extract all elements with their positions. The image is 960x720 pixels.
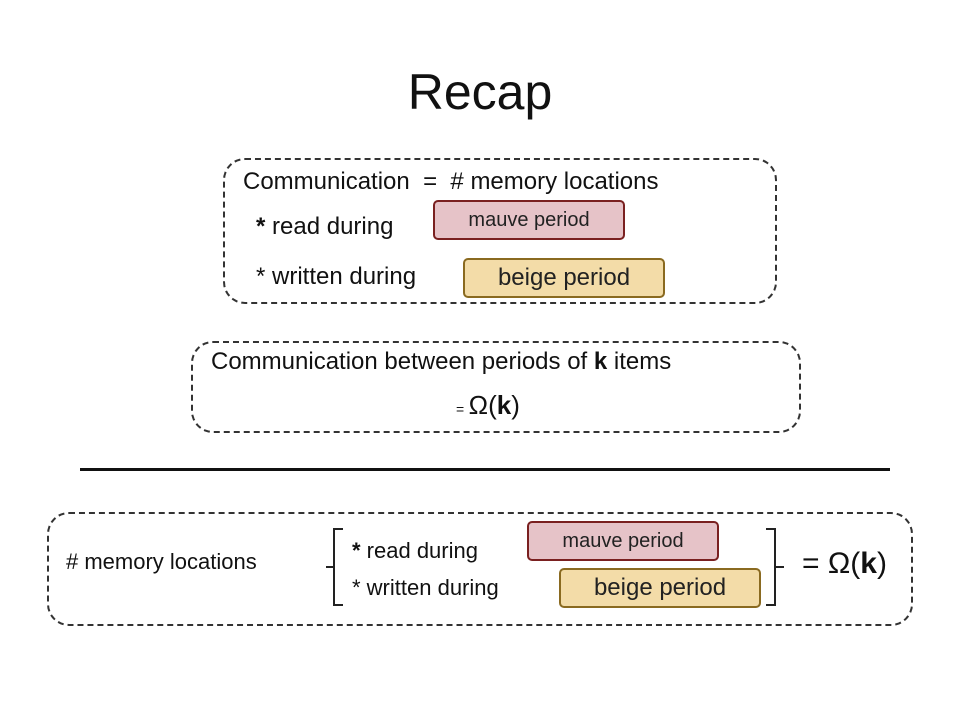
memory-locations-label: # memory locations <box>66 549 257 574</box>
mauve-period-tag: mauve period <box>433 200 625 240</box>
result-connector <box>774 566 784 568</box>
beige-period-tag: beige period <box>463 258 665 298</box>
slide-title: Recap <box>407 64 553 120</box>
mauve-period-tag: mauve period <box>527 521 719 561</box>
definition-heading: Communication = # memory locations <box>243 168 659 195</box>
conclusion-result: = Ω(k) <box>802 546 887 582</box>
statement-text: Communication between periods of <box>211 348 594 375</box>
definition-read-line: * read during <box>256 212 393 242</box>
conclusion-box <box>47 512 913 626</box>
read-bullet: * <box>256 213 266 240</box>
equals-sign: = <box>456 401 465 417</box>
separator-line <box>80 468 890 471</box>
statement-suffix: items <box>607 348 672 375</box>
definition-box <box>223 158 777 304</box>
read-bullet: * <box>352 538 361 563</box>
conclusion-written-line: * written during <box>352 575 499 600</box>
lower-bound-result: = Ω(k) <box>456 390 520 421</box>
omega-close: ) <box>511 390 520 420</box>
k-variable: k <box>593 348 608 375</box>
beige-period-tag: beige period <box>559 568 761 608</box>
read-during-label: read during <box>265 213 394 240</box>
omega-open: Ω( <box>468 390 497 420</box>
label-connector <box>326 566 335 568</box>
k-variable: k <box>860 547 877 580</box>
read-during-label: read during <box>360 538 478 563</box>
left-bracket <box>333 528 343 606</box>
result-omega-open: = Ω( <box>802 547 861 580</box>
lower-bound-statement: Communication between periods of k items <box>211 347 671 377</box>
lower-bound-box <box>191 341 801 433</box>
definition-written-line: * written during <box>256 263 417 290</box>
k-variable: k <box>496 390 512 420</box>
conclusion-read-line: * read during <box>352 537 478 565</box>
result-omega-close: ) <box>876 547 887 580</box>
